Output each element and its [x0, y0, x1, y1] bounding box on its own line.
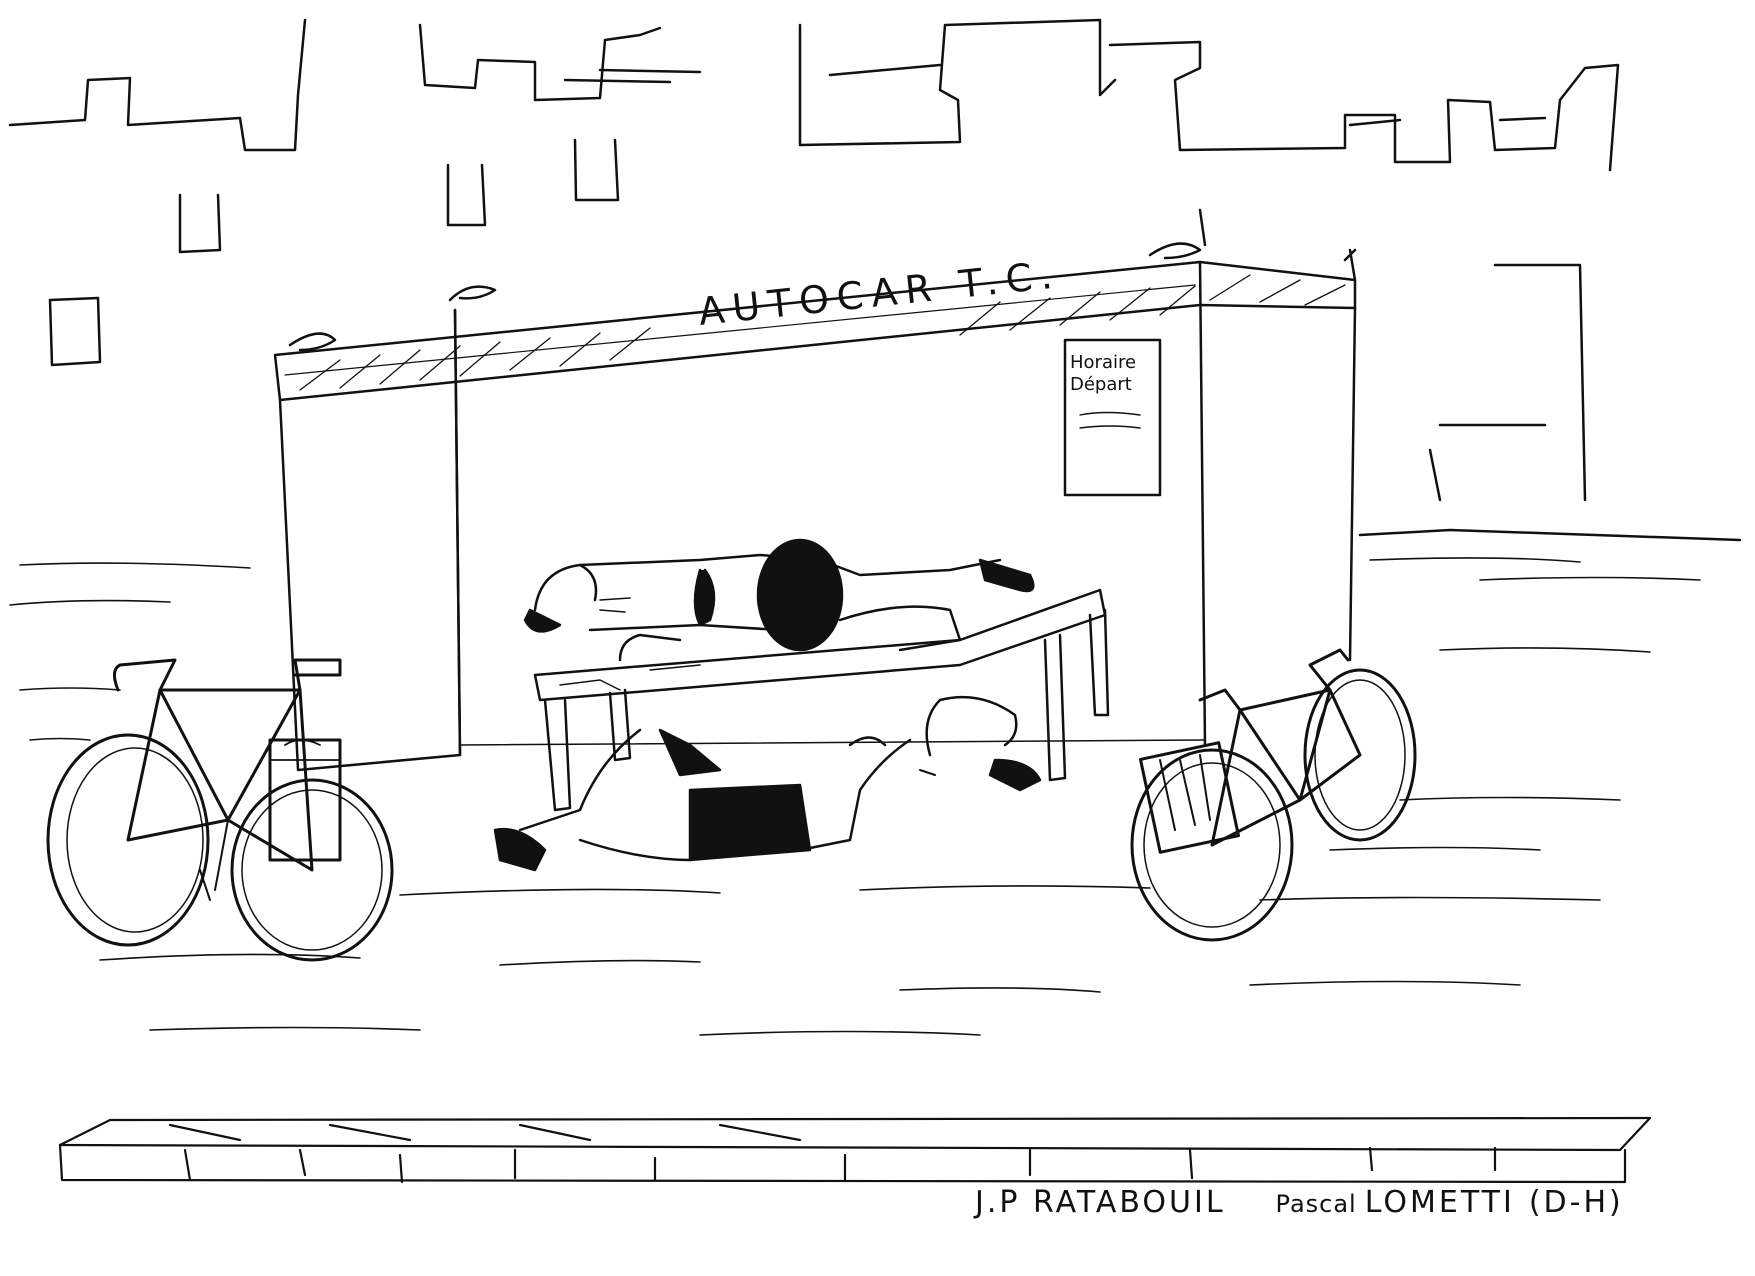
artist-name-1: J.P RATABOUIL — [975, 1185, 1226, 1220]
skyline — [8, 18, 1742, 542]
sleeping-person-on-bench — [523, 538, 1035, 662]
bicycle-left — [46, 658, 394, 962]
artist-suffix: (D-H) — [1528, 1185, 1624, 1220]
schedule-subtitle: Départ — [1070, 374, 1132, 395]
schedule-poster — [1063, 338, 1162, 497]
schedule-title: Horaire — [1070, 352, 1136, 373]
sleeping-person-on-ground — [493, 695, 1042, 872]
sidewalk-curb — [58, 1116, 1652, 1184]
artist-lastname-2: LOMETTI — [1364, 1185, 1515, 1220]
dark-shorts — [756, 538, 844, 652]
artist-firstname-2: Pascal — [1275, 1190, 1357, 1218]
pannier-right — [1138, 741, 1240, 854]
banner-text: AUTOCAR T.C. — [696, 252, 1062, 334]
bus-shelter — [273, 208, 1357, 772]
bicycle-right — [1130, 648, 1417, 942]
ground-texture — [9, 557, 1701, 1036]
